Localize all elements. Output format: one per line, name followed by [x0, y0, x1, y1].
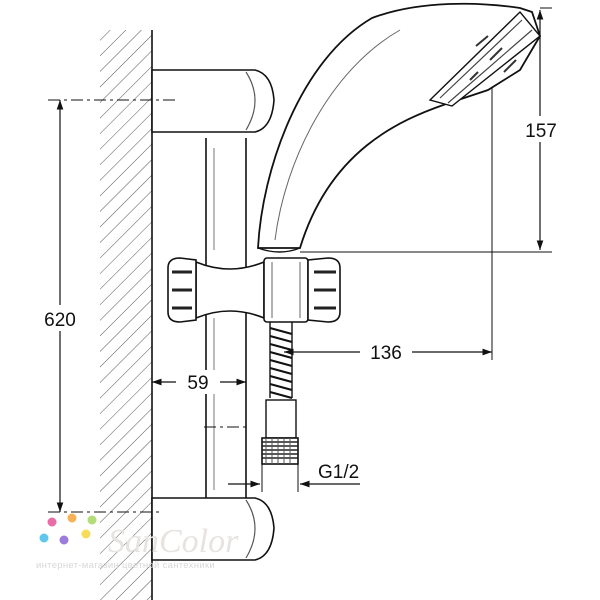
watermark-brand: SanColor: [108, 523, 239, 560]
dimension-157: 157: [300, 7, 564, 253]
dimension-157-label: 157: [525, 121, 557, 142]
center-lines: [48, 99, 250, 513]
sancolor-watermark: SanColor интернет-магазин цветной сантех…: [36, 513, 239, 571]
slide-rail: [205, 138, 247, 498]
dimension-59: 59: [152, 322, 247, 498]
dimension-620: 620: [36, 100, 84, 512]
dimension-thread: G1/2: [228, 462, 360, 492]
dimension-thread-label: G1/2: [318, 462, 359, 483]
dimension-136-label: 136: [370, 343, 402, 364]
slider-holder: [167, 257, 341, 323]
watermark-dot: [81, 529, 91, 539]
upper-bracket: [151, 69, 275, 133]
dimension-136: 136: [284, 88, 493, 364]
watermark-dots: [39, 513, 97, 545]
shower-hose: [261, 322, 299, 465]
watermark-dot: [39, 533, 49, 543]
dimension-59-label: 59: [187, 373, 208, 394]
wall-section: [100, 30, 153, 600]
watermark-dot: [59, 535, 69, 545]
hand-shower: [257, 2, 541, 253]
watermark-tagline: интернет-магазин цветной сантехники: [36, 560, 215, 571]
watermark-dot: [47, 517, 57, 527]
dimension-620-label: 620: [44, 310, 76, 331]
lower-bracket: [151, 497, 275, 561]
watermark-dot: [67, 513, 77, 523]
watermark-dot: [87, 515, 97, 525]
